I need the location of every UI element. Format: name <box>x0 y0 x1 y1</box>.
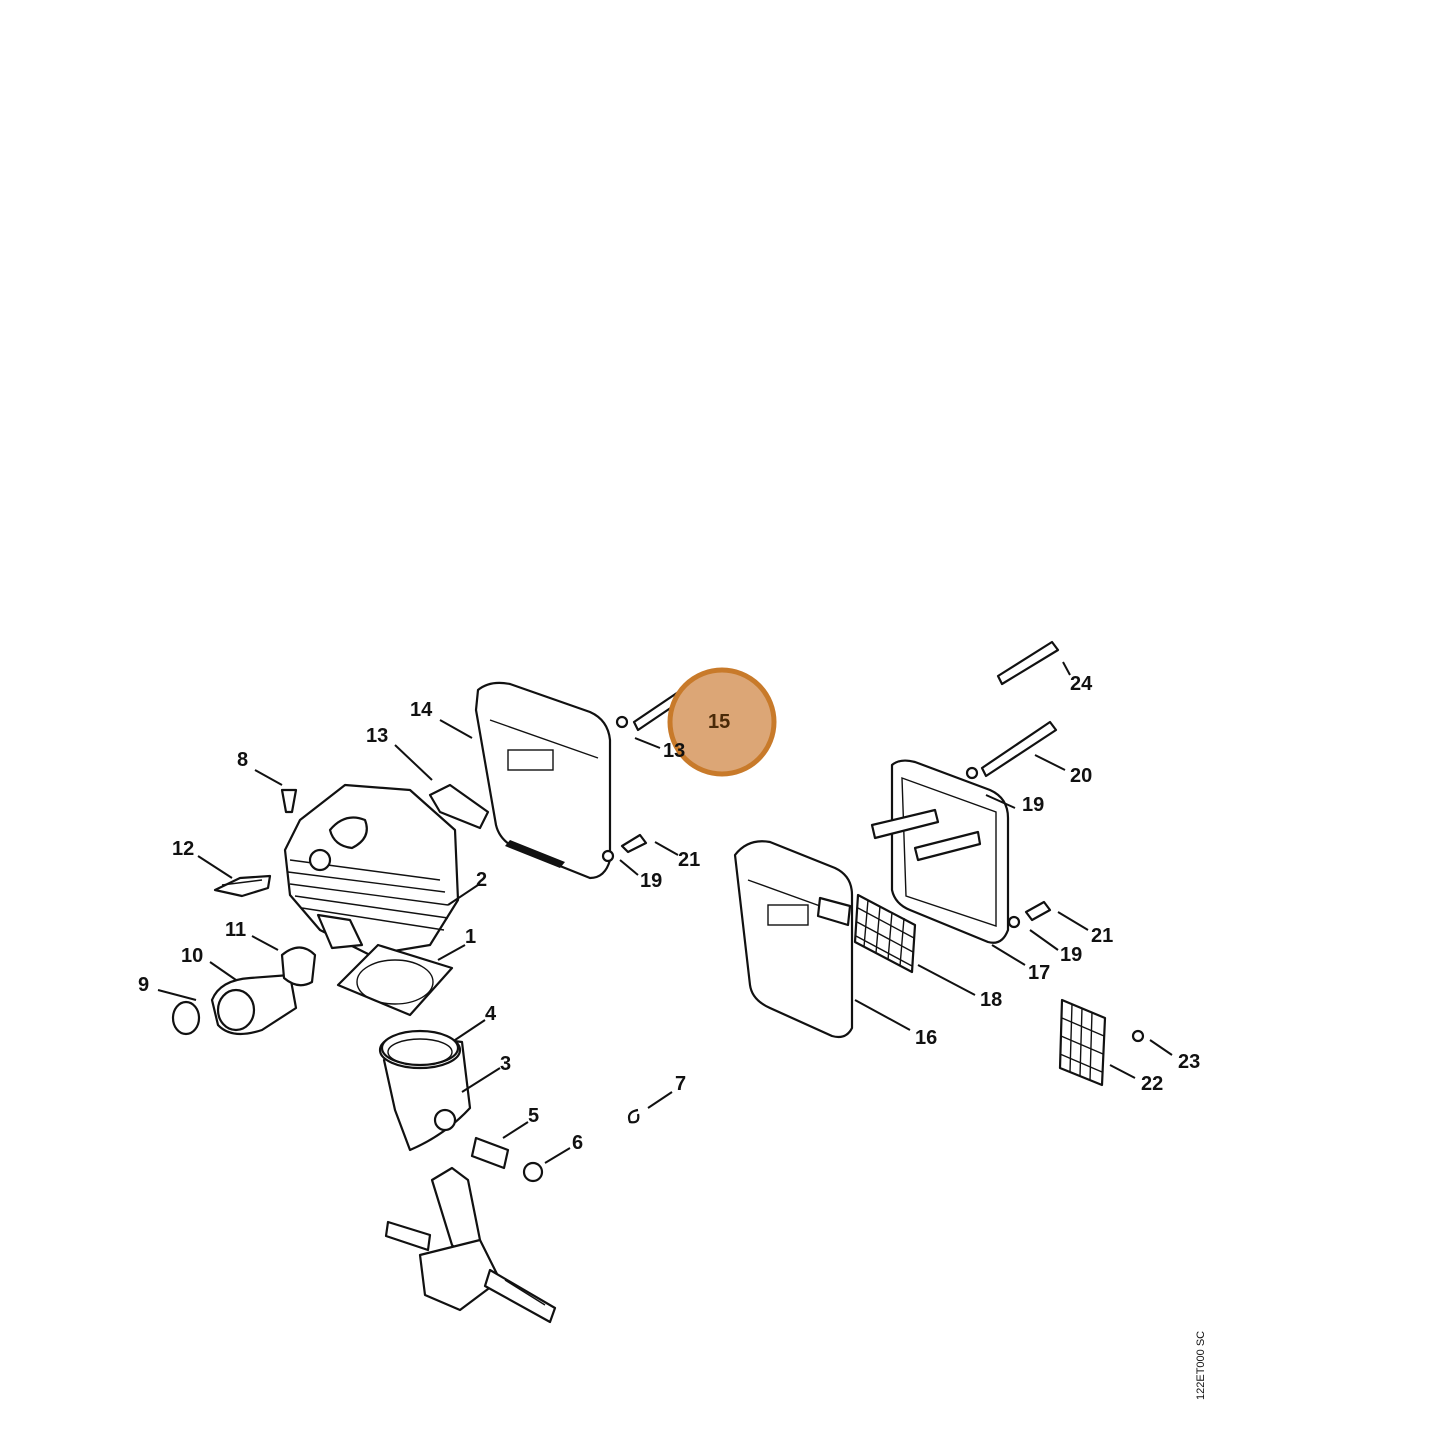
washer-19-top[interactable] <box>965 766 979 780</box>
snap-ring[interactable] <box>522 1161 544 1183</box>
washer-19-left[interactable] <box>601 849 615 863</box>
hose-clamp-9[interactable] <box>171 1000 201 1036</box>
piston-ring[interactable] <box>380 1029 460 1067</box>
hose-clamp-11[interactable] <box>280 946 317 987</box>
drawing-code: 122ET000 SC <box>1195 1331 1207 1400</box>
callout-8[interactable]: 8 <box>237 749 248 771</box>
callout-21-left[interactable]: 21 <box>678 849 700 871</box>
callout-12[interactable]: 12 <box>172 838 194 860</box>
washer-13[interactable] <box>615 715 629 729</box>
highlight-circle[interactable] <box>667 667 777 777</box>
leader-lines <box>157 661 1173 1164</box>
callout-13[interactable]: 13 <box>366 725 388 747</box>
callout-19-left[interactable]: 19 <box>640 870 662 892</box>
washer-19-right[interactable] <box>1007 915 1021 929</box>
callout-11[interactable]: 11 <box>225 919 246 941</box>
callout-3[interactable]: 3 <box>500 1053 511 1075</box>
intake-manifold[interactable] <box>210 973 298 1036</box>
bolt-20[interactable] <box>980 720 1058 778</box>
callout-13-washer[interactable]: 13 <box>663 740 685 762</box>
callout-6[interactable]: 6 <box>572 1132 583 1154</box>
callout-17[interactable]: 17 <box>1028 962 1050 984</box>
callout-5[interactable]: 5 <box>528 1105 539 1127</box>
bolt-24[interactable] <box>996 640 1060 686</box>
callout-16[interactable]: 16 <box>915 1027 937 1049</box>
callout-labels: 1 2 3 4 5 6 7 8 9 10 11 12 13 14 13 16 1… <box>138 673 1200 1154</box>
callout-2[interactable]: 2 <box>476 869 487 891</box>
cylinder-gasket[interactable] <box>336 943 454 1017</box>
callout-18[interactable]: 18 <box>980 989 1002 1011</box>
callout-10[interactable]: 10 <box>181 945 203 967</box>
screw-21-right[interactable] <box>1024 900 1052 922</box>
callout-20[interactable]: 20 <box>1070 765 1092 787</box>
callout-22[interactable]: 22 <box>1141 1073 1163 1095</box>
callout-15[interactable]: 15 <box>708 711 730 733</box>
muffler-shell-14[interactable] <box>474 681 612 880</box>
callout-19-top[interactable]: 19 <box>1022 794 1044 816</box>
callout-1[interactable]: 1 <box>465 926 476 948</box>
hookless-snap-ring[interactable] <box>627 1108 640 1124</box>
callout-4[interactable]: 4 <box>485 1003 497 1025</box>
muffler-housing-17[interactable] <box>870 759 1010 944</box>
crankshaft[interactable] <box>384 1166 557 1324</box>
callout-7[interactable]: 7 <box>675 1073 686 1095</box>
muffler-gasket-13[interactable] <box>428 783 490 830</box>
screw-8[interactable] <box>280 788 298 814</box>
callout-19-right[interactable]: 19 <box>1060 944 1082 966</box>
muffler-shell-16[interactable] <box>733 840 854 1039</box>
cylinder[interactable] <box>283 783 460 957</box>
screen-22[interactable] <box>1058 998 1107 1087</box>
callout-9[interactable]: 9 <box>138 974 149 996</box>
callout-14[interactable]: 14 <box>410 699 433 721</box>
callout-21-right[interactable]: 21 <box>1091 925 1113 947</box>
callout-23[interactable]: 23 <box>1178 1051 1200 1073</box>
screw-23[interactable] <box>1131 1029 1145 1043</box>
screw-21-left[interactable] <box>620 833 648 854</box>
spark-plug[interactable] <box>213 874 272 898</box>
spark-arrestor-screen-18[interactable] <box>853 893 917 974</box>
callout-24[interactable]: 24 <box>1070 673 1093 695</box>
piston-pin[interactable] <box>470 1136 510 1170</box>
